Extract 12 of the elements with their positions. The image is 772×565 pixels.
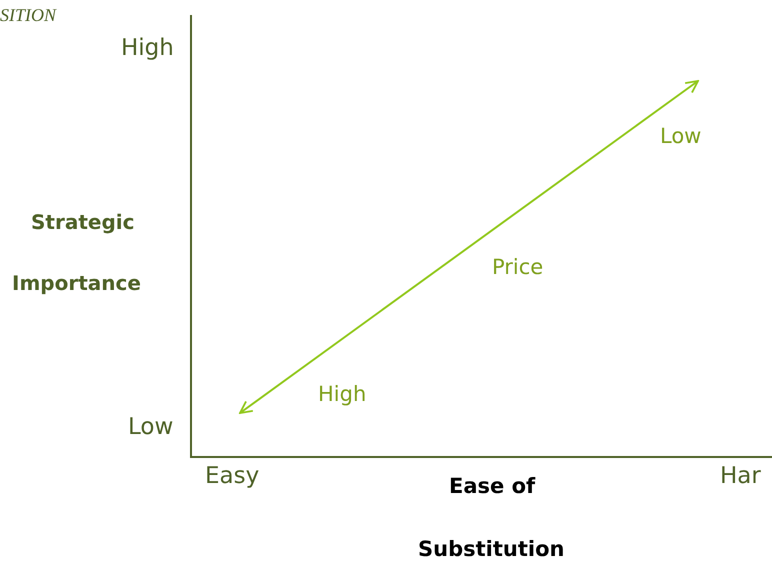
axis-tick-label: Low xyxy=(128,414,174,440)
axis-title: Strategic xyxy=(31,211,134,234)
arrow-label: Low xyxy=(660,124,702,148)
axis-title: Importance xyxy=(12,272,141,295)
axis-title: Substitution xyxy=(418,537,564,562)
heading-text: SITION xyxy=(0,5,56,26)
arrow-label: High xyxy=(318,382,366,406)
axis-title: Ease of xyxy=(449,474,536,498)
axis-tick-label: Easy xyxy=(205,463,260,490)
axis-tick-label: Har xyxy=(720,463,761,490)
arrow-label: Price xyxy=(492,255,544,280)
axis-tick-label: High xyxy=(121,35,174,62)
